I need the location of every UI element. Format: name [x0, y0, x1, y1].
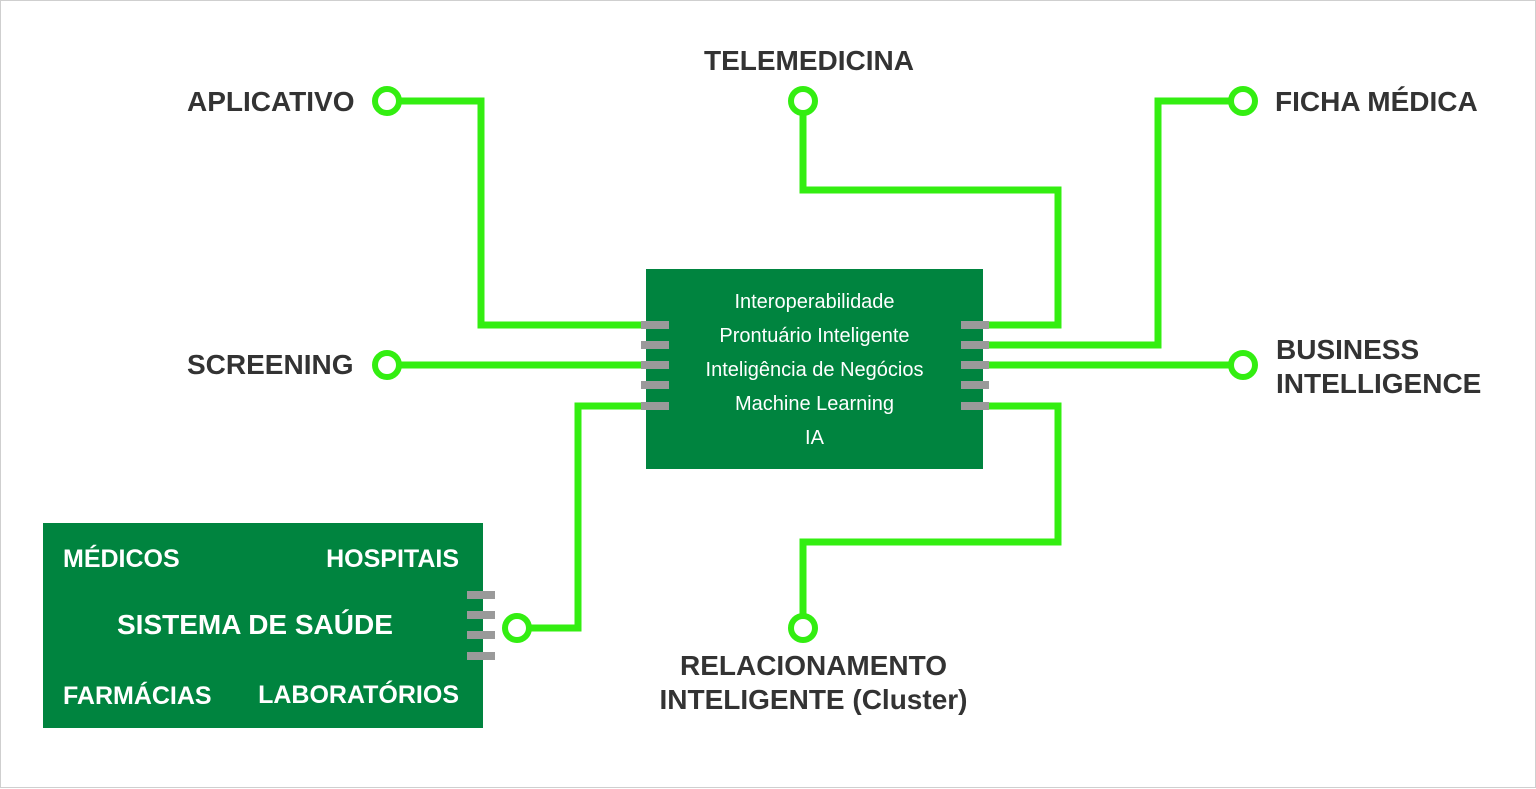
node-sistema-saude [502, 613, 532, 643]
label-telemedicina: TELEMEDICINA [704, 45, 914, 76]
chip-line-prontuario: Prontuário Inteligente [719, 325, 910, 347]
wire-aplicativo [400, 97, 641, 329]
node-telemedicina [788, 86, 818, 116]
node-ficha-medica [1228, 86, 1258, 116]
sys-label-medicos: MÉDICOS [63, 545, 180, 573]
label-business-line-1: BUSINESS [1276, 334, 1420, 365]
pin-right-2 [961, 341, 989, 349]
label-screening: SCREENING [187, 349, 354, 380]
pin-left-2 [641, 341, 669, 349]
sys-label-laboratorios: LABORATÓRIOS [258, 681, 459, 709]
chip-line-ia: IA [805, 427, 824, 449]
wire-sistema-saude [531, 402, 641, 632]
wire-telemedicina [799, 115, 1062, 329]
sys-label-hospitais: HOSPITAIS [326, 545, 459, 573]
wire-ficha-medica [989, 97, 1229, 349]
node-screening [372, 350, 402, 380]
chip-line-interoperabilidade: Interoperabilidade [734, 291, 895, 313]
label-business-intelligence: BUSINESS INTELLIGENCE [1276, 333, 1481, 401]
pin-sys-3 [467, 631, 495, 639]
chip-line-machine-learning: Machine Learning [735, 393, 894, 415]
label-business-line-2: INTELLIGENCE [1276, 368, 1482, 399]
node-business-intelligence [1228, 350, 1258, 380]
wire-relacionamento [799, 402, 1062, 614]
pin-left-1 [641, 321, 669, 329]
label-relacionamento-line-2: INTELIGENTE (Cluster) [659, 684, 968, 715]
sys-label-farmacias: FARMÁCIAS [63, 682, 212, 710]
central-chip: Interoperabilidade Prontuário Inteligent… [646, 269, 983, 469]
pin-left-4 [641, 381, 669, 389]
pin-right-5 [961, 402, 989, 410]
node-aplicativo [372, 86, 402, 116]
pin-left-3 [641, 361, 669, 369]
pin-sys-2 [467, 611, 495, 619]
pin-sys-1 [467, 591, 495, 599]
pin-left-5 [641, 402, 669, 410]
sys-title: SISTEMA DE SAÚDE [117, 609, 393, 640]
node-relacionamento [788, 613, 818, 643]
pin-right-4 [961, 381, 989, 389]
health-system-box: MÉDICOS HOSPITAIS SISTEMA DE SAÚDE FARMÁ… [43, 523, 483, 728]
pin-right-3 [961, 361, 989, 369]
label-relacionamento: RELACIONAMENTO INTELIGENTE (Cluster) [646, 649, 981, 717]
label-ficha-medica: FICHA MÉDICA [1275, 86, 1478, 117]
chip-line-inteligencia-negocios: Inteligência de Negócios [705, 359, 924, 381]
pin-sys-4 [467, 652, 495, 660]
label-aplicativo: APLICATIVO [187, 86, 355, 117]
pin-right-1 [961, 321, 989, 329]
label-relacionamento-line-1: RELACIONAMENTO [679, 650, 948, 681]
